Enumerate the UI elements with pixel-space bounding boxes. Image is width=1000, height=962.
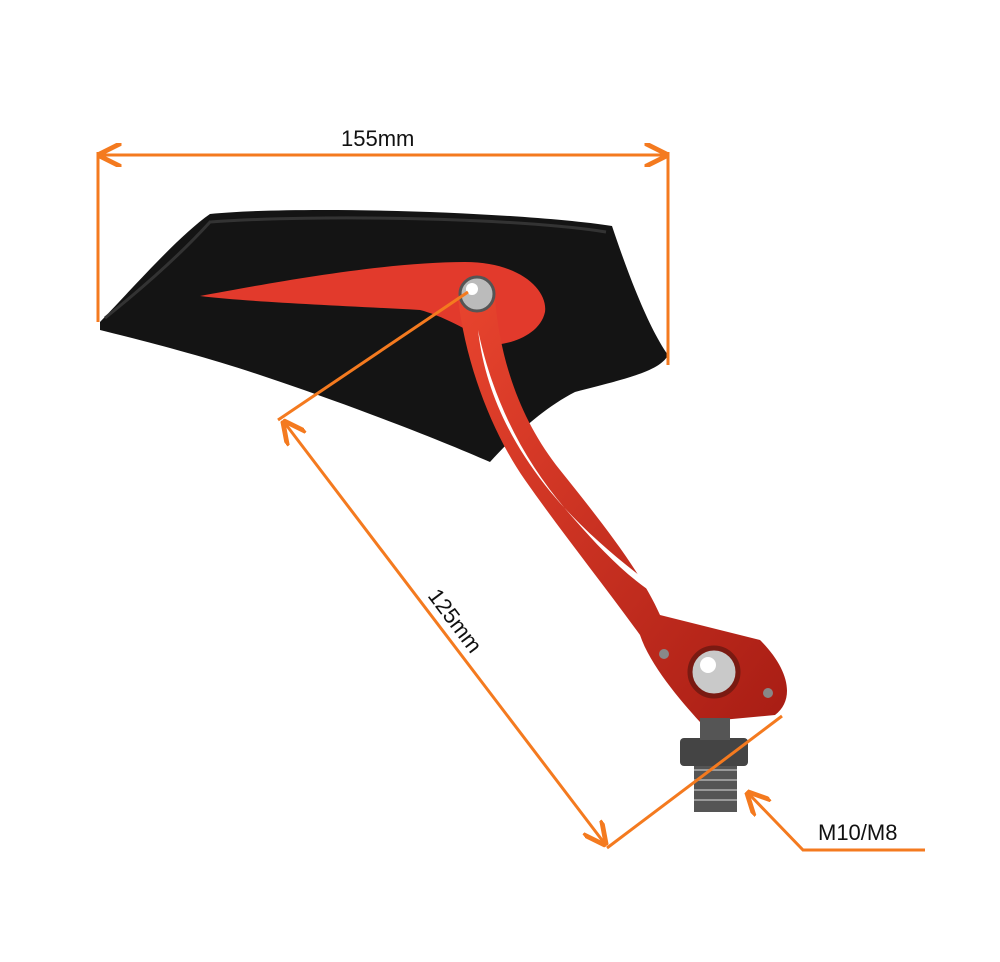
red-reflector	[200, 262, 546, 345]
base-bolt-icon	[687, 645, 741, 699]
thread-size-label: M10/M8	[818, 820, 898, 845]
threaded-bolt	[694, 760, 737, 812]
hex-nut	[680, 738, 748, 766]
mirror-housing	[100, 209, 668, 462]
mirror-arm	[458, 298, 787, 722]
thread-leader-line	[748, 793, 925, 852]
width-label: 155mm	[341, 126, 415, 151]
mirror-highlight	[104, 216, 607, 320]
arm-length-dimension-line	[284, 422, 605, 844]
